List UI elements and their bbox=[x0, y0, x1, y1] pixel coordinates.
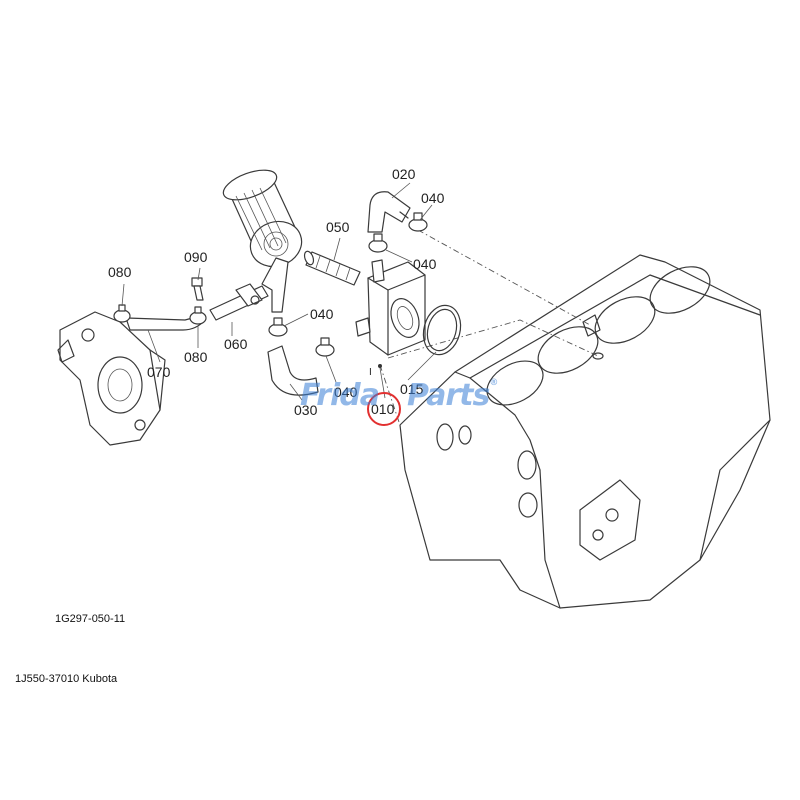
callout-070: 070 bbox=[147, 364, 171, 380]
o-ring bbox=[422, 304, 462, 356]
part-number-caption: 1J550-37010 Kubota bbox=[15, 673, 118, 685]
callout-010: 010 bbox=[371, 401, 395, 417]
highlight-ring bbox=[367, 392, 401, 426]
watermark-logo: Frida Parts® bbox=[300, 378, 498, 413]
hose-clamps bbox=[268, 212, 428, 357]
pipe-050 bbox=[303, 250, 361, 286]
oil-cooler bbox=[355, 259, 426, 368]
callout-060: 060 bbox=[224, 336, 248, 352]
watermark-reg: ® bbox=[489, 378, 498, 388]
leader-lines bbox=[121, 182, 437, 401]
watermark-part1: Frida bbox=[300, 378, 380, 413]
callout-040-mid: 040 bbox=[413, 256, 437, 272]
callout-020: 020 bbox=[392, 166, 416, 182]
callout-090: 090 bbox=[184, 249, 208, 265]
callout-040-top: 040 bbox=[421, 190, 445, 206]
oil-filter-cartridge bbox=[222, 169, 303, 268]
bolt-090 bbox=[191, 277, 204, 301]
callout-030: 030 bbox=[294, 402, 318, 418]
callout-050: 050 bbox=[326, 219, 350, 235]
watermark-part2: Parts bbox=[407, 378, 490, 413]
callout-040-left: 040 bbox=[310, 306, 334, 322]
diagram-code: 1G297-050-11 bbox=[55, 613, 126, 625]
water-pump-housing bbox=[57, 311, 166, 446]
callout-015: 015 bbox=[400, 381, 424, 397]
callout-040-bottom: 040 bbox=[334, 384, 358, 400]
hose-elbow-030 bbox=[267, 345, 319, 396]
callout-080-bottom: 080 bbox=[184, 349, 208, 365]
elbow-hose-top bbox=[367, 191, 411, 233]
fittings-080 bbox=[113, 304, 207, 325]
callout-mark: I bbox=[369, 367, 372, 378]
pipe-060 bbox=[209, 257, 289, 321]
callout-080-top: 080 bbox=[108, 264, 132, 280]
engine-block bbox=[399, 254, 771, 609]
